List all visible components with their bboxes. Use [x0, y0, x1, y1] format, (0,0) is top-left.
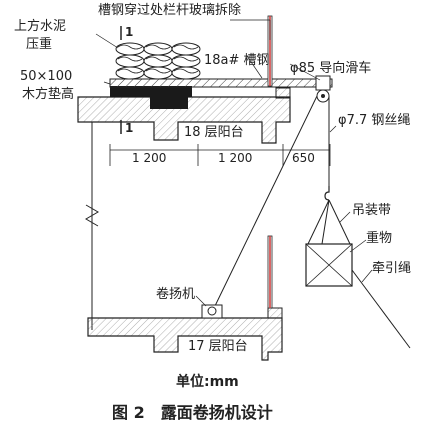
dim-1200-a: 1 200 [132, 151, 166, 165]
label-timber-raise: 木方垫高 [22, 86, 74, 102]
channel-steel-beam [109, 78, 333, 88]
label-remove-glass: 槽钢穿过处栏杆玻璃拆除 [98, 2, 241, 18]
guide-pulley [315, 75, 331, 103]
label-traction-rope: 牵引绳 [372, 261, 411, 276]
winch [201, 304, 223, 319]
railing-17 [267, 235, 273, 309]
timber-block [110, 86, 192, 109]
balcony-18-slab [77, 87, 291, 144]
label-lifting-strap: 吊装带 [352, 203, 391, 218]
balcony-17-slab [87, 307, 283, 361]
label-timber-size: 50×100 [20, 69, 72, 84]
label-guide-pulley: φ85 导向滑车 [290, 60, 371, 76]
heavy-object [305, 243, 353, 287]
label-balcony-17: 17 层阳台 [188, 339, 248, 354]
section-mark-top: 1 [125, 25, 133, 39]
label-wire-rope: φ7.7 钢丝绳 [338, 113, 410, 128]
traction-rope [351, 269, 411, 349]
label-channel-steel: 18a# 槽钢 [204, 53, 270, 68]
unit-label: 单位:mm [176, 373, 239, 390]
label-winch: 卷扬机 [156, 286, 195, 302]
wire-rope-to-winch [213, 95, 318, 309]
leader-lines [95, 19, 373, 307]
label-heavy-object: 重物 [366, 230, 392, 246]
figure-caption: 图 2 露面卷扬机设计 [112, 403, 273, 422]
label-balcony-18: 18 层阳台 [184, 125, 244, 140]
lifting-strap [307, 199, 351, 245]
dim-650: 650 [292, 151, 315, 165]
section-mark-bottom: 1 [125, 121, 133, 135]
dim-1200-b: 1 200 [218, 151, 252, 165]
dimension-lines [109, 144, 331, 166]
hook [324, 186, 330, 201]
label-concrete-weight-line1: 上方水泥 [14, 18, 66, 34]
concrete-weights [115, 42, 201, 80]
label-concrete-weight-line2: 压重 [26, 36, 52, 52]
break-mark [85, 204, 99, 227]
